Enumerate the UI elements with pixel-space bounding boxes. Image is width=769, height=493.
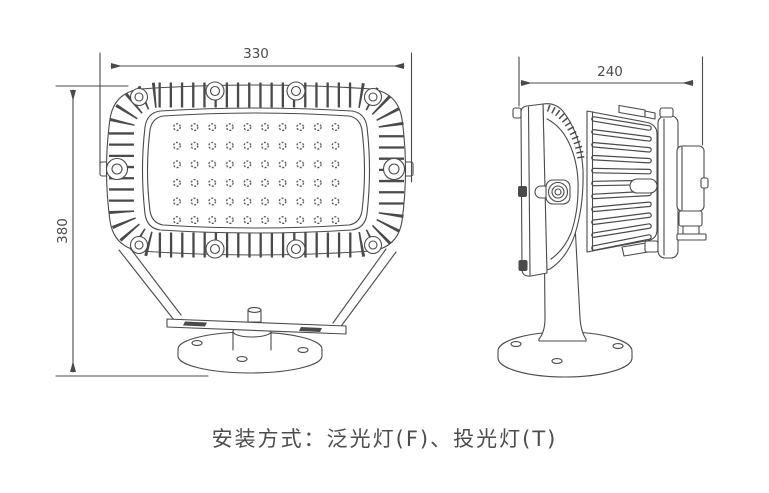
clamp-handle [629, 178, 658, 194]
junction-box-foot [676, 233, 707, 241]
drum-top-tab-step [644, 110, 656, 120]
housing-inner-line [546, 118, 579, 260]
dimensions: 330 380 240 [55, 46, 704, 377]
yoke-slot [299, 327, 322, 332]
left-hinge-knob [105, 157, 129, 181]
caption: 安装方式：泛光灯(F)、投光灯(T) [211, 427, 558, 451]
drum-bottom-block [644, 240, 659, 253]
side-view [497, 103, 709, 378]
base-hole [297, 347, 309, 353]
junction-box [676, 145, 705, 212]
side-hinge-knob [534, 179, 571, 205]
base-hole [551, 358, 563, 364]
front-height-dim-label: 380 [55, 218, 71, 244]
yoke-slot [183, 321, 207, 327]
rear-cap-tab [659, 107, 674, 118]
junction-box-latch [700, 177, 709, 189]
face-plate-tab [512, 107, 522, 119]
drum-ribs [591, 116, 652, 251]
lens-panel-inner-line [146, 112, 366, 229]
junction-box-neck [682, 225, 700, 235]
side-base [497, 331, 633, 378]
base-hole [612, 343, 624, 349]
latch-clip [518, 260, 528, 271]
led-array [168, 117, 345, 230]
right-hinge-knob [382, 157, 406, 181]
mounting-yoke [118, 247, 397, 374]
front-width-dim-label: 330 [243, 46, 269, 62]
base-flange-thickness [177, 350, 323, 374]
base-flange-thickness [497, 352, 633, 378]
corner-screws [129, 87, 383, 255]
latch-clip [518, 186, 527, 197]
base-hole [191, 340, 203, 346]
base-hub [232, 330, 272, 351]
edge-screw-bosses [205, 81, 306, 259]
junction-box-lower [678, 210, 703, 227]
rear-cap [657, 115, 679, 259]
side-depth-dim-label: 240 [597, 64, 623, 80]
base-hole [510, 341, 522, 347]
face-plate-inner-line [527, 106, 531, 276]
drum-top-tab [618, 104, 646, 118]
base-hole [236, 356, 248, 362]
front-view [99, 81, 414, 374]
